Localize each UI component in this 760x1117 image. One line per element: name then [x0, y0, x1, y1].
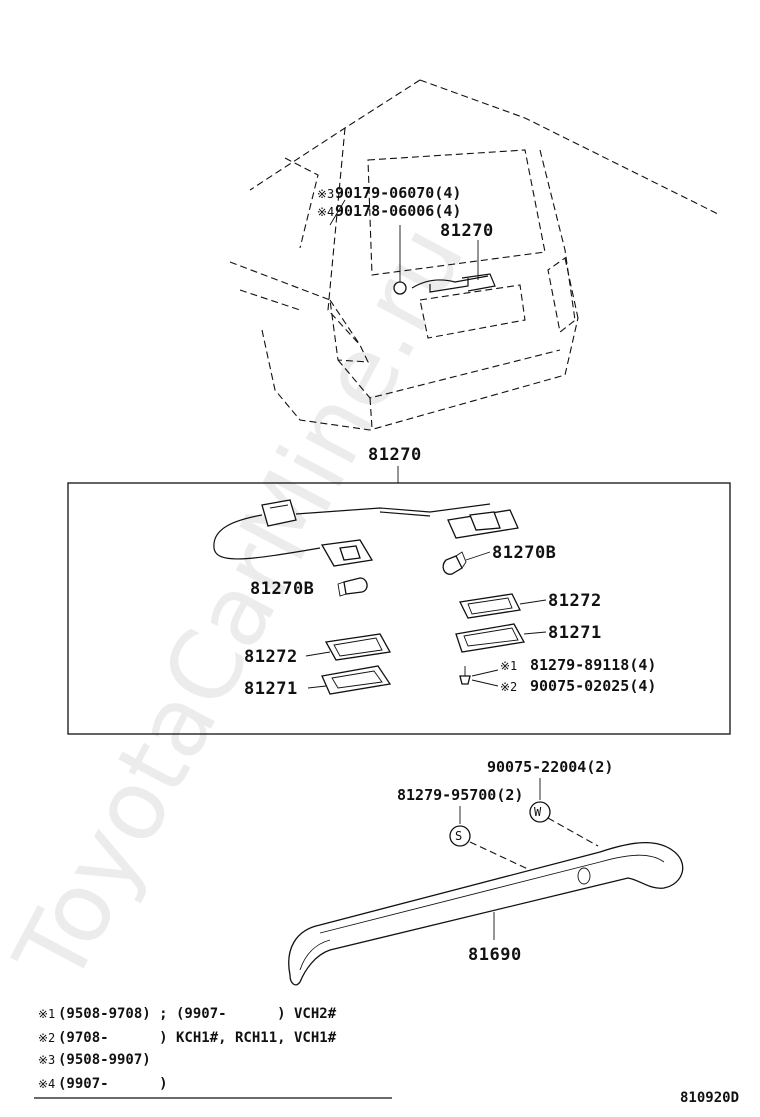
- part-label-81270b-right: 81270B: [492, 543, 556, 563]
- part-label-81272-right: 81272: [548, 591, 602, 611]
- fastener-label-90179: 90179-06070(4): [335, 184, 461, 202]
- footnote-text-3: (9508-9907): [58, 1052, 151, 1068]
- clip-symbol-w: W: [534, 805, 542, 819]
- part-label-81270b-left: 81270B: [250, 579, 314, 599]
- note-mark-3: ※3: [317, 187, 334, 201]
- part-label-81271-left: 81271: [244, 679, 298, 699]
- watermark: ToyotaCarMine.ru: [0, 208, 486, 1002]
- footnote-text-4: (9907- ): [58, 1076, 168, 1092]
- lens-right: [459, 593, 521, 619]
- clip-w-icon: [529, 801, 551, 823]
- back-door-garnish: [288, 841, 684, 986]
- screw-icon: [393, 281, 407, 295]
- footnote-mark-3: ※3: [38, 1053, 55, 1067]
- fastener-label-90178: 90178-06006(4): [335, 202, 461, 220]
- assembly-frame: [67, 482, 731, 735]
- footnote-text-1: (9508-9708) ; (9907- ) VCH2#: [58, 1006, 337, 1022]
- screw-s-icon: [449, 825, 471, 847]
- footnotes: ※1 (9508-9708) ; (9907- ) VCH2# ※2 (9708…: [34, 1006, 392, 1099]
- screw-icon: [459, 666, 471, 685]
- footnote-mark-2: ※2: [38, 1031, 55, 1045]
- note-mark-4: ※4: [317, 205, 334, 219]
- screw-note-mark-2: ※2: [500, 680, 517, 694]
- screw-symbol-s: S: [455, 829, 462, 843]
- part-label-81272-left: 81272: [244, 647, 298, 667]
- screw-label-81279-89118: 81279-89118(4): [530, 656, 656, 674]
- bulb-right: [442, 551, 467, 575]
- diagram-code: 810920D: [680, 1090, 739, 1106]
- assembly-title: 81270: [368, 445, 422, 465]
- housing-left: [321, 665, 392, 695]
- screw-label-81279-95700: 81279-95700(2): [397, 786, 523, 804]
- footnote-text-2: (9708- ) KCH1#, RCH11, VCH1#: [58, 1030, 337, 1046]
- vehicle-rear-outline: [229, 79, 721, 431]
- part-label-81690: 81690: [468, 945, 522, 965]
- part-label-81270-vehicle: 81270: [440, 221, 494, 241]
- footnote-mark-1: ※1: [38, 1007, 55, 1021]
- screw-label-90075-02025: 90075-02025(4): [530, 677, 656, 695]
- license-lamp-assembly: [213, 499, 519, 567]
- housing-right: [455, 623, 526, 653]
- bulb-left: [337, 577, 368, 597]
- lens-left: [324, 633, 392, 661]
- screw-note-mark-1: ※1: [500, 659, 517, 673]
- footnote-mark-4: ※4: [38, 1077, 55, 1091]
- part-label-81271-right: 81271: [548, 623, 602, 643]
- clip-label: 90075-22004(2): [487, 758, 613, 776]
